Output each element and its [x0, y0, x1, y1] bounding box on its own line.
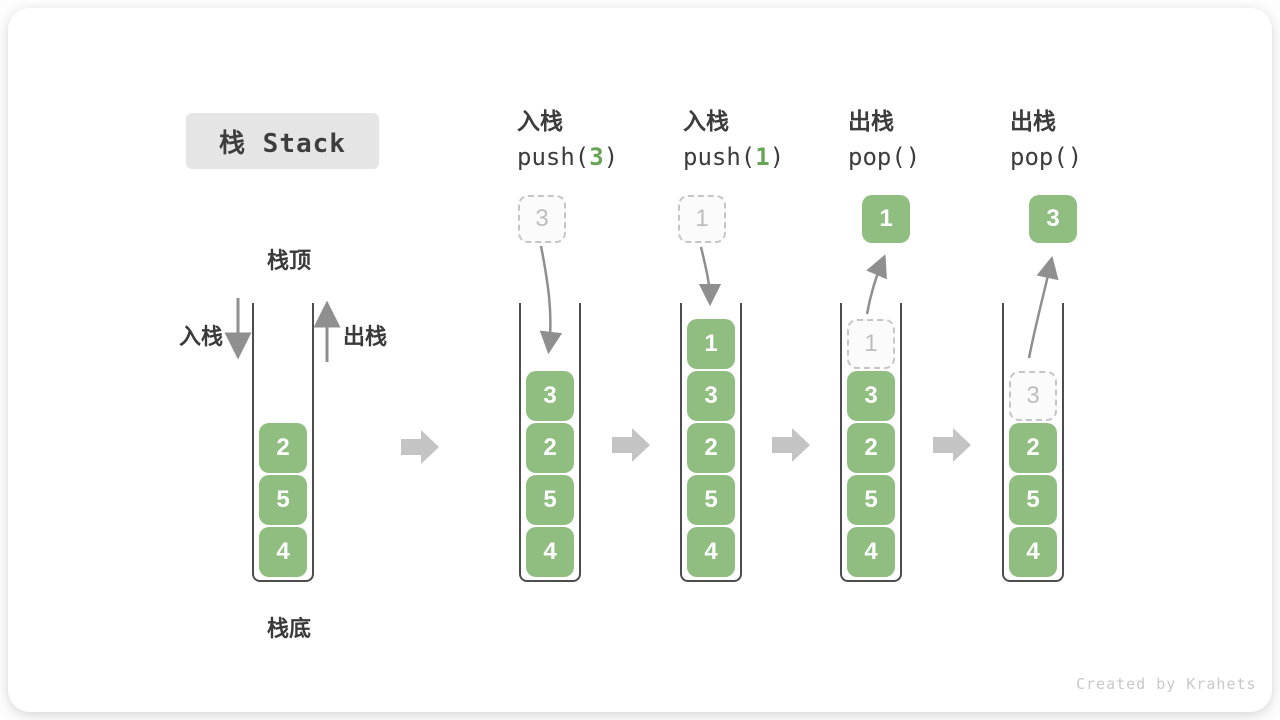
removed-slot-cell: 3	[1009, 371, 1057, 421]
stack-item: 1	[687, 319, 735, 369]
popped-value-cell: 1	[862, 195, 910, 243]
stack-item: 4	[847, 527, 895, 577]
stack-item: 2	[1009, 423, 1057, 473]
incoming-value-cell: 3	[518, 195, 566, 243]
stack-item: 4	[687, 527, 735, 577]
push-direction-label: 入栈	[179, 324, 224, 349]
stack-item: 3	[687, 371, 735, 421]
code-arg: 3	[589, 143, 604, 171]
code-close: )	[603, 143, 619, 171]
code-close: )	[1067, 143, 1083, 171]
stack-container-initial	[252, 303, 314, 582]
code-open: pop(	[848, 143, 906, 171]
popped-value-cell: 3	[1029, 195, 1077, 243]
diagram-title: 栈 Stack	[186, 113, 379, 169]
stack-item: 5	[687, 475, 735, 525]
stack-item: 2	[687, 423, 735, 473]
stack-item: 5	[526, 475, 574, 525]
stack-item: 4	[259, 527, 307, 577]
stack-item: 3	[847, 371, 895, 421]
watermark: Created by Krahets	[1076, 675, 1257, 693]
stack-item: 5	[847, 475, 895, 525]
stack-item: 4	[526, 527, 574, 577]
stage-header-pop-1: 出栈 pop()	[848, 107, 920, 171]
stack-item: 5	[259, 475, 307, 525]
op-code: push(3)	[517, 143, 618, 171]
stack-item: 5	[1009, 475, 1057, 525]
code-arg: 1	[755, 143, 770, 171]
op-code: push(1)	[683, 143, 784, 171]
code-open: pop(	[1010, 143, 1068, 171]
op-label: 入栈	[517, 108, 563, 134]
stack-item: 2	[259, 423, 307, 473]
stage-header-pop-3: 出栈 pop()	[1010, 107, 1082, 171]
op-code: pop()	[1010, 143, 1082, 171]
stack-container-after-push-3	[519, 303, 581, 582]
stack-item: 3	[526, 371, 574, 421]
code-close: )	[905, 143, 921, 171]
stack-item: 4	[1009, 527, 1057, 577]
stage-header-push-3: 入栈 push(3)	[517, 107, 618, 171]
incoming-value-cell: 1	[678, 195, 726, 243]
stack-item: 2	[526, 423, 574, 473]
stack-item: 2	[847, 423, 895, 473]
stack-container-after-pop-1	[840, 303, 902, 582]
pop-direction-label: 出栈	[343, 324, 388, 349]
code-close: )	[769, 143, 785, 171]
op-label: 出栈	[848, 108, 894, 134]
stack-top-label: 栈顶	[266, 248, 311, 273]
op-code: pop()	[848, 143, 920, 171]
op-label: 出栈	[1010, 108, 1056, 134]
stack-container-after-push-1	[680, 303, 742, 582]
stage-header-push-1: 入栈 push(1)	[683, 107, 784, 171]
op-label: 入栈	[683, 108, 729, 134]
stack-bottom-label: 栈底	[266, 616, 311, 641]
removed-slot-cell: 1	[847, 319, 895, 369]
code-open: push(	[517, 143, 590, 171]
stack-container-after-pop-3	[1002, 303, 1064, 582]
code-open: push(	[683, 143, 756, 171]
